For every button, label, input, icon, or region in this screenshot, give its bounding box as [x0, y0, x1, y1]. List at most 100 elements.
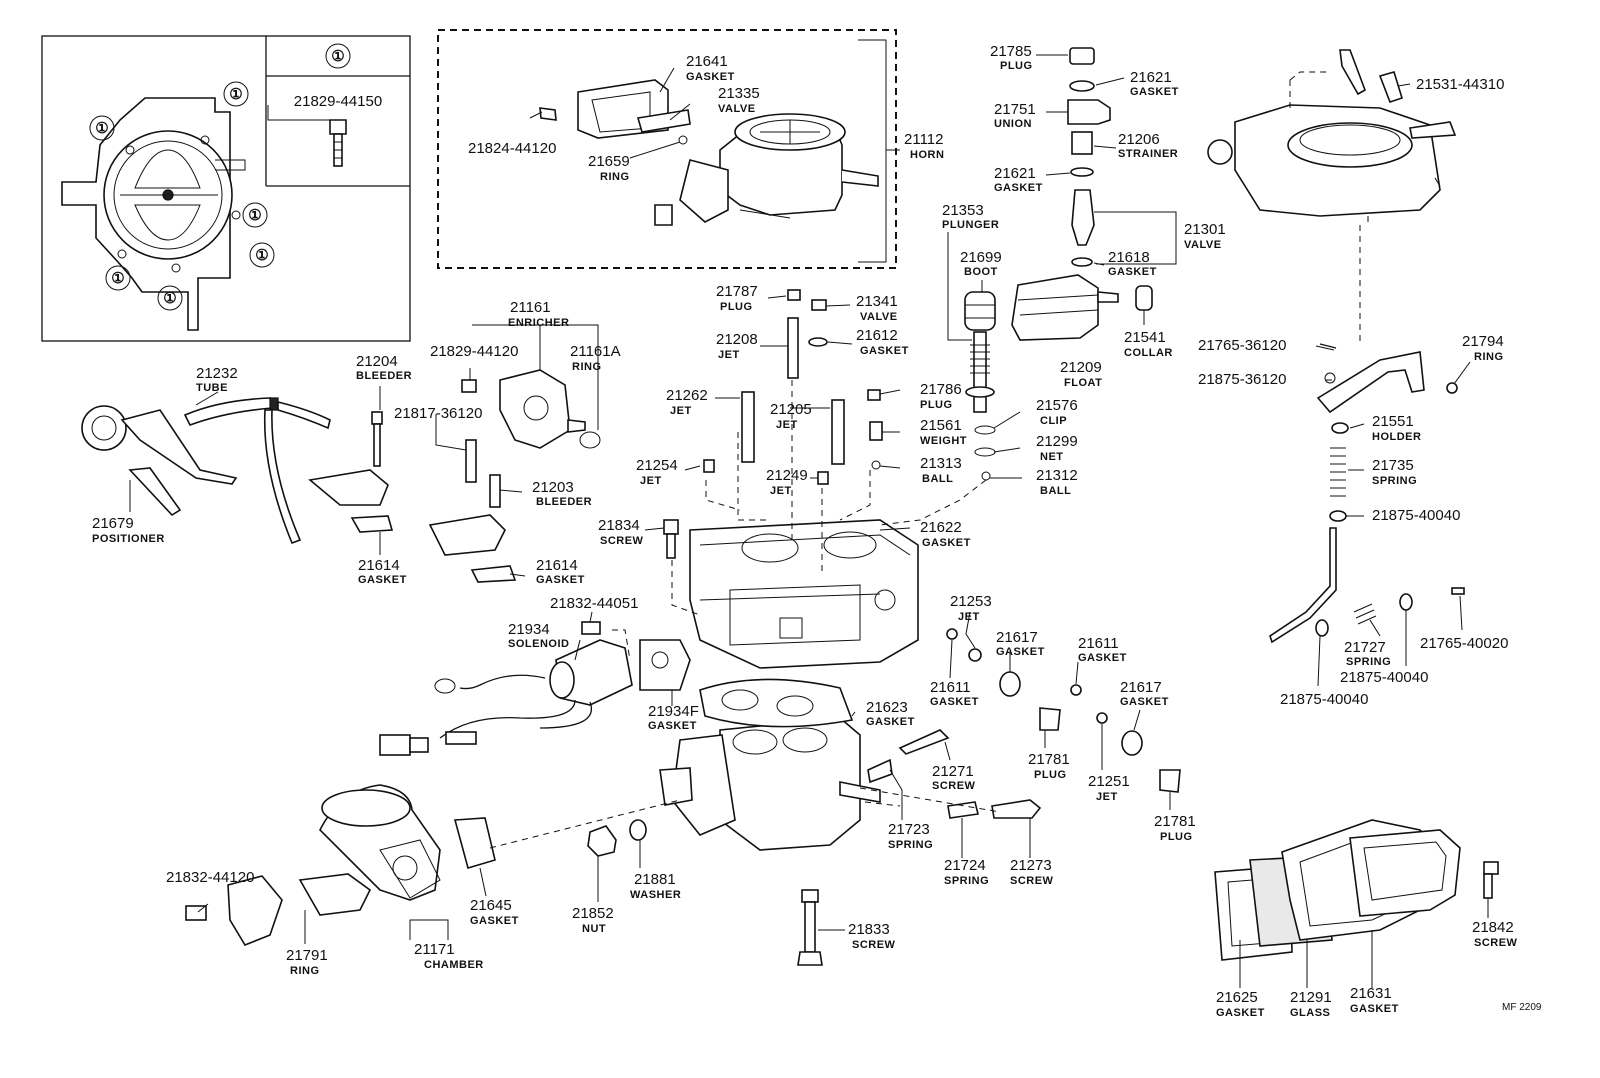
callout-number: 21723 [888, 821, 930, 838]
enricher-drawing [308, 369, 601, 583]
callout-name: VALVE [860, 311, 898, 323]
callout-name: RING [600, 171, 630, 183]
callout-number: 21724 [944, 857, 986, 874]
callout-name: RING [1474, 351, 1504, 363]
callout-number: 21621 [994, 165, 1036, 182]
callout-number: 21834 [598, 517, 640, 534]
callout-name: WASHER [630, 889, 681, 901]
figure-code: MF 2209 [1502, 1002, 1542, 1013]
callout-number: 21875-40040 [1280, 691, 1368, 708]
callout-number: 21934 [508, 621, 550, 638]
solenoid-drawing [379, 621, 691, 756]
callout-number: 21531-44310 [1416, 76, 1504, 93]
callout-number: 21618 [1108, 249, 1150, 266]
throttle-body [659, 717, 881, 851]
callout-name: SPRING [888, 839, 933, 851]
callout-name: GASKET [1216, 1007, 1265, 1019]
callout-name: GASKET [1120, 696, 1169, 708]
callout-name: NET [1040, 451, 1064, 463]
callout-number: 21254 [636, 457, 678, 474]
callout-name: BLEEDER [356, 370, 412, 382]
callout-name: JET [670, 405, 692, 417]
callout-name: GASKET [686, 71, 735, 83]
callout-number: 21611 [1078, 635, 1119, 652]
callout-number: 21209 [1060, 359, 1102, 376]
marker-label: ① [163, 290, 176, 307]
callout-number: 21679 [92, 515, 134, 532]
detail-inset: ① ① ① ① ① ① ① 21829-44150 [41, 35, 411, 342]
callout-number: 21832-44051 [550, 595, 638, 612]
callout-name: NUT [582, 923, 606, 935]
callout-number: 21631 [1350, 985, 1392, 1002]
callout-number: 21852 [572, 905, 614, 922]
callout-name: JET [776, 419, 798, 431]
inset-frame [41, 35, 411, 342]
callout-name: GLASS [1290, 1007, 1330, 1019]
callout-number: 21611 [930, 679, 971, 696]
callout-name: POSITIONER [92, 533, 165, 545]
callout-number: 21875-40040 [1372, 507, 1460, 524]
plunger-drawing [964, 291, 996, 413]
callout-number: 21335 [718, 85, 760, 102]
callout-name: SPRING [944, 875, 989, 887]
inset-markers: ① ① ① ① ① ① [89, 81, 275, 311]
callout-number: 21203 [532, 479, 574, 496]
callout-name: SCREW [1474, 937, 1518, 949]
callout-number: 21817-36120 [394, 405, 482, 422]
base-gasket-drawing [699, 678, 854, 728]
callout-name: JET [958, 611, 980, 623]
callout-name: SCREW [1010, 875, 1054, 887]
callout-name: PLUG [720, 301, 753, 313]
callout-number: 21112 [904, 131, 944, 148]
callout-name: CLIP [1040, 415, 1067, 427]
callout-number: 21659 [588, 153, 630, 170]
callout-name: GASKET [1350, 1003, 1399, 1015]
callout-number: 21765-36120 [1198, 337, 1286, 354]
callout-number: 21785 [990, 43, 1032, 60]
callout-name: JET [1096, 791, 1118, 803]
chamber-drawing [185, 784, 496, 946]
callout-number: 21824-44120 [468, 140, 556, 157]
callout-number: 21249 [766, 467, 808, 484]
callout-number: 21208 [716, 331, 758, 348]
sight-glass-drawing [1214, 819, 1461, 961]
callout-labels: 21641 GASKET 21335 VALVE 21824-44120 216… [92, 43, 1542, 1019]
callout-number: 21794 [1462, 333, 1504, 350]
leader-lines [129, 39, 1489, 988]
callout-number: 21205 [770, 401, 812, 418]
callout-name: GASKET [536, 574, 585, 586]
callout-name: HORN [910, 149, 944, 161]
collar-drawing [1135, 285, 1153, 311]
callout-number: 21934F [648, 703, 699, 720]
marker-label: ① [229, 86, 242, 103]
callout-name: GASKET [860, 345, 909, 357]
callout-name: SCREW [600, 535, 644, 547]
callout-number: 21645 [470, 897, 512, 914]
callout-number: 21881 [634, 871, 676, 888]
callout-name: JET [770, 485, 792, 497]
callout-name: COLLAR [1124, 347, 1173, 359]
callout-name: WEIGHT [920, 435, 967, 447]
callout-number: 21341 [856, 293, 898, 310]
inset-bolt-drawing [329, 119, 347, 167]
callout-number: 21291 [1290, 989, 1332, 1006]
callout-number: 21735 [1372, 457, 1414, 474]
callout-number: 21353 [942, 202, 984, 219]
callout-number: 21161A [570, 343, 621, 360]
callout-name: GASKET [648, 720, 697, 732]
callout-number: 21271 [932, 763, 974, 780]
callout-number: 21171 [414, 941, 455, 958]
callout-number: 21612 [856, 327, 898, 344]
callout-name: UNION [994, 118, 1032, 130]
callout-number: 21781 [1028, 751, 1070, 768]
callout-number: 21204 [356, 353, 398, 370]
float-drawing [1011, 274, 1119, 341]
callout-number: 21751 [994, 101, 1036, 118]
linkage-drawing [1269, 343, 1465, 644]
callout-number: 21299 [1036, 433, 1078, 450]
callout-number: 21232 [196, 365, 238, 382]
callout-number: 21541 [1124, 329, 1166, 346]
callout-name: SCREW [852, 939, 896, 951]
